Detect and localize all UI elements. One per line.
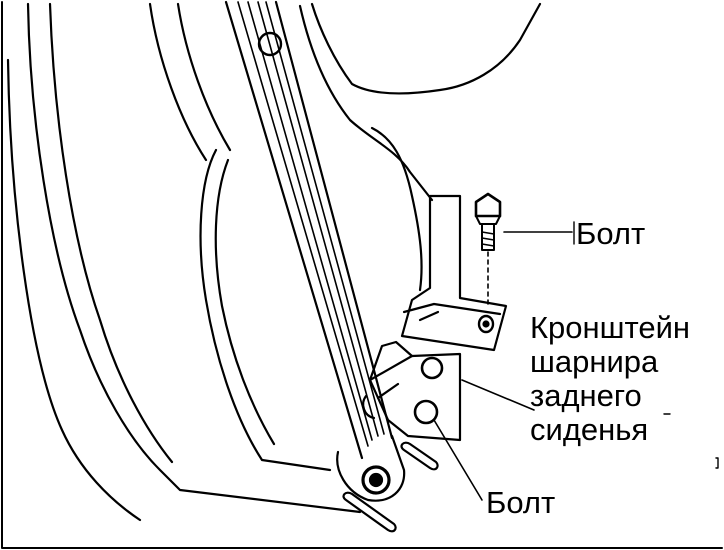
trim-panel-recess [199,126,423,472]
label-bolt-top: Болт [576,216,646,251]
belt-anchor [336,434,406,502]
hinge-bracket-lower [362,340,462,442]
hinge-bracket-upper [400,194,508,352]
label-bracket-line-1: Кронштейн [530,310,691,345]
leader-bracket [461,379,535,411]
bracket-bolt-upper [420,356,444,380]
anchor-bolt-head [361,465,391,495]
label-bracket-line-4: сиденья [530,412,649,447]
leader-bolt-bottom [433,419,483,501]
webbing-grommet [257,31,283,57]
label-bracket-line-2: шарнира [530,344,659,379]
bracket-bolt-hole [477,314,495,334]
seat-belt-webbing [224,0,394,460]
bracket-bolt-lower [413,399,439,425]
label-bolt-bottom: Болт [486,485,556,520]
exploded-bolt [474,192,502,305]
body-panel-outline [6,2,542,522]
label-bracket-line-3: заднего [530,378,642,413]
floor-slots [342,441,439,533]
label-rear-seat-hinge-bracket: Кронштейн шарнира заднего сиденья [530,311,690,447]
edge-marks [573,221,719,469]
leader-lines [433,231,573,501]
